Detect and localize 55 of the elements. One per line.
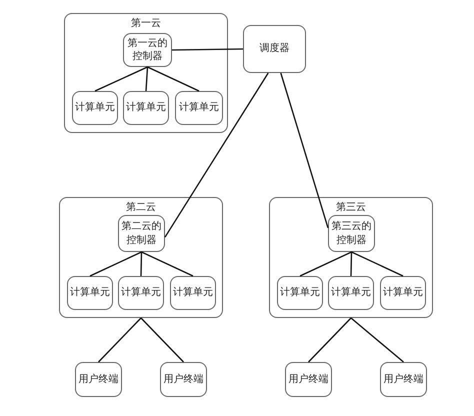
connector-line xyxy=(141,251,194,277)
node-label: 调度器 xyxy=(260,42,290,56)
connector-line xyxy=(140,252,142,276)
node-label: 计算单元 xyxy=(126,101,166,115)
connector-line xyxy=(98,318,142,362)
process-box xyxy=(160,362,207,397)
process-box xyxy=(175,91,223,125)
connector-line xyxy=(350,318,404,362)
connector-line xyxy=(140,318,184,362)
cloud-group-box xyxy=(64,13,228,133)
process-box xyxy=(72,91,118,125)
connector-line xyxy=(308,318,352,362)
node-label: 计算单元 xyxy=(121,286,161,300)
process-box xyxy=(243,25,306,73)
process-box xyxy=(123,91,169,125)
process-box xyxy=(75,362,122,397)
connector-line xyxy=(172,48,243,51)
node-label: 计算单元 xyxy=(331,286,371,300)
connector-line xyxy=(351,251,404,277)
group-heading: 第一云 xyxy=(131,17,161,30)
process-box xyxy=(328,215,375,252)
process-box xyxy=(285,362,332,397)
node-label: 用户终端 xyxy=(384,372,424,386)
node-label: 用户终端 xyxy=(164,372,204,386)
connector-line xyxy=(94,66,148,92)
node-label: 第一云的控制器 xyxy=(126,36,168,64)
node-label: 第二云的控制器 xyxy=(120,220,162,247)
connector-line xyxy=(147,66,200,92)
cloud-group-box xyxy=(59,197,223,318)
connector-line xyxy=(280,72,329,228)
connector-line xyxy=(90,251,142,277)
node-label: 计算单元 xyxy=(70,286,110,300)
process-box xyxy=(380,276,426,310)
node-label: 计算单元 xyxy=(383,286,423,300)
group-heading: 第三云 xyxy=(336,201,366,214)
process-box xyxy=(67,276,113,310)
node-label: 计算单元 xyxy=(280,286,320,300)
node-label: 用户终端 xyxy=(288,372,328,386)
process-box xyxy=(170,276,216,310)
connector-line xyxy=(164,72,269,238)
node-label: 第三云的控制器 xyxy=(330,220,372,247)
node-label: 计算单元 xyxy=(173,286,213,300)
connector-line xyxy=(145,66,148,92)
node-label: 用户终端 xyxy=(78,372,118,386)
process-box xyxy=(328,276,374,310)
cloud-group-box xyxy=(269,197,433,318)
process-box xyxy=(118,215,165,252)
process-box xyxy=(118,276,164,310)
node-label: 计算单元 xyxy=(75,101,115,115)
node-label: 计算单元 xyxy=(179,101,219,115)
process-box xyxy=(380,362,427,397)
process-box xyxy=(277,276,323,310)
connector-line xyxy=(350,252,352,276)
group-heading: 第二云 xyxy=(126,201,156,214)
connector-line xyxy=(300,251,352,277)
